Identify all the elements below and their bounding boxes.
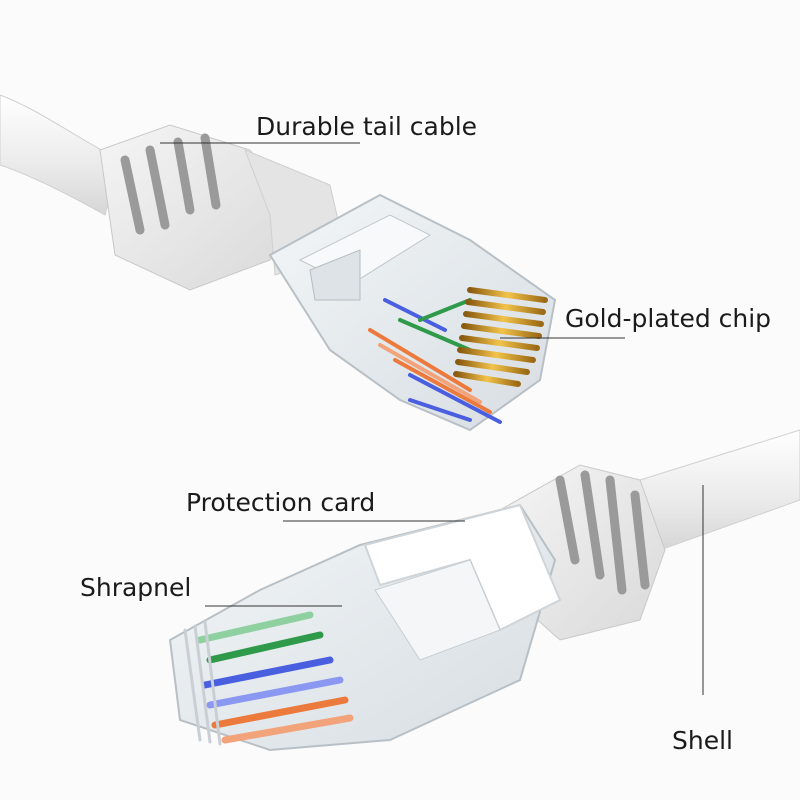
leader-lines (160, 142, 704, 695)
bottom-plug-body (168, 503, 562, 752)
bottom-cable (639, 429, 800, 551)
top-boot-stripes (120, 133, 221, 235)
label-protection-card: Protection card (186, 488, 376, 517)
label-gold-plated-chip: Gold-plated chip (565, 304, 772, 333)
bottom-wires (196, 611, 354, 744)
top-wires (368, 298, 502, 424)
label-shell: Shell (672, 726, 733, 755)
label-shrapnel: Shrapnel (80, 573, 192, 602)
label-durable-tail-cable: Durable tail cable (256, 112, 478, 141)
gold-contacts-top (453, 287, 548, 387)
bottom-contacts (183, 620, 222, 746)
bottom-boot-stripes (555, 470, 650, 595)
